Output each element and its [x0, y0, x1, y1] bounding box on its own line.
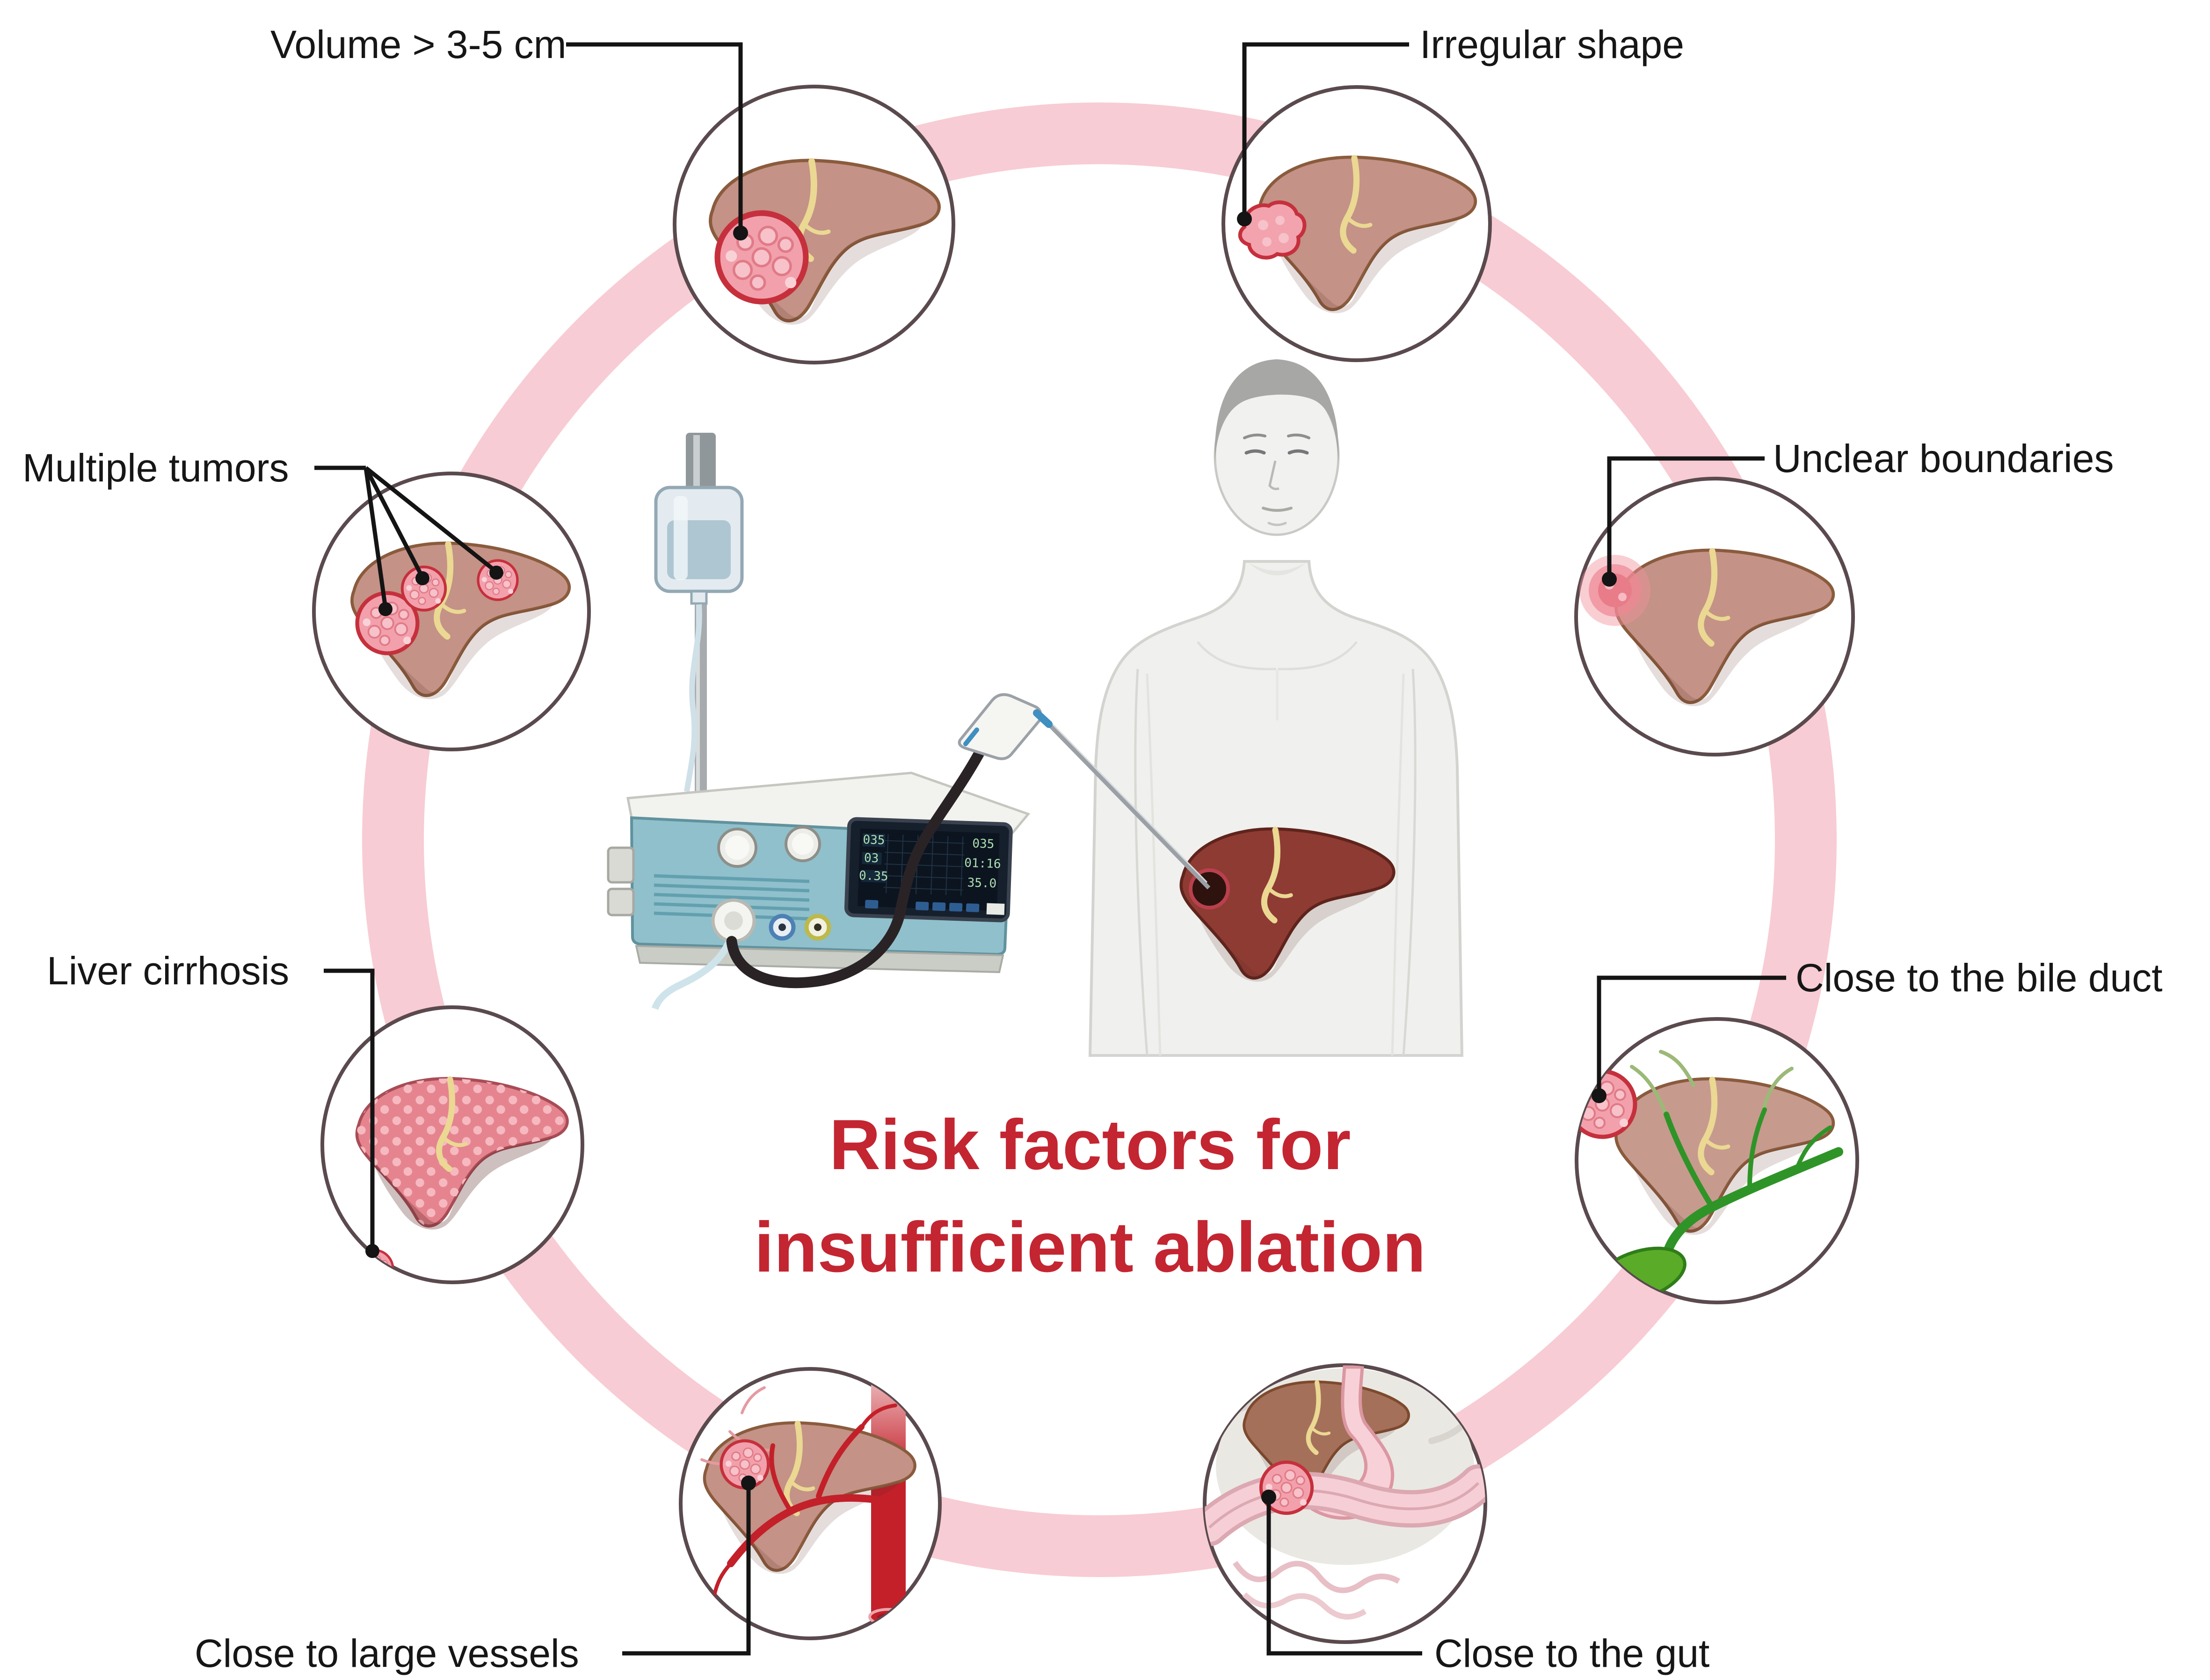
- screen-readout: 35.0: [967, 876, 997, 891]
- leader-volume: [566, 42, 743, 230]
- iv-tube: [684, 604, 702, 792]
- label-irregular: Irregular shape: [1420, 22, 1684, 66]
- tumor-icon: [718, 213, 806, 302]
- intestines-icon: [1205, 1464, 1485, 1620]
- vignette-irregular: [1221, 85, 1492, 362]
- leader-vessels: [622, 1486, 751, 1656]
- iv-bag: [654, 486, 744, 605]
- pink-ring: [362, 102, 1837, 1577]
- tumor-icon: [1238, 200, 1307, 260]
- leader-dots: [365, 211, 1617, 1505]
- vignette-bile-duct: [1575, 1017, 1859, 1304]
- label-volume: Volume > 3-5 cm: [270, 22, 567, 66]
- screen-readout: 01:16: [964, 856, 1001, 872]
- leader-gut: [1266, 1500, 1422, 1656]
- label-vessels: Close to large vessels: [195, 1631, 579, 1675]
- label-gut: Close to the gut: [1434, 1631, 1710, 1675]
- page-title: Risk factors for insufficient ablation: [575, 1094, 1605, 1299]
- screen-readout: 035: [863, 833, 885, 848]
- probe-cable: [726, 749, 984, 989]
- title-line1: Risk factors for: [829, 1105, 1351, 1185]
- vignette-multiple: [312, 472, 591, 751]
- leader-irregular: [1242, 42, 1409, 216]
- vignette-vessels: [679, 1367, 942, 1640]
- machine-knob: [785, 826, 821, 862]
- label-unclear: Unclear boundaries: [1773, 436, 2114, 480]
- vignette-cirrhosis: [320, 1005, 584, 1284]
- leader-cirrhosis: [324, 968, 375, 1248]
- machine-knob: [717, 828, 757, 868]
- iv-pole-top: [686, 433, 716, 489]
- leader-lines: [314, 42, 1786, 1656]
- label-bile-duct: Close to the bile duct: [1796, 956, 2163, 1000]
- bile-duct-tree: [1630, 1050, 1843, 1269]
- screen-readout: 035: [972, 836, 995, 851]
- screen-readout: 0.35: [858, 869, 888, 884]
- vignette-unclear: [1574, 477, 1855, 756]
- leader-bile: [1597, 975, 1786, 1093]
- vignette-gut: [1203, 1363, 1487, 1644]
- tumor-icon: [1579, 555, 1650, 626]
- machine-screen: 035 03 0.35 035 01:16 35.0: [844, 817, 1013, 923]
- screen-readout: 03: [864, 851, 879, 865]
- patient-figure: [1088, 359, 1464, 1057]
- label-cirrhosis: Liver cirrhosis: [47, 949, 290, 993]
- vignette-volume: [673, 85, 955, 364]
- ablation-machine: 035 03 0.35 035 01:16 35.0: [607, 433, 1211, 1010]
- title-line2: insufficient ablation: [754, 1207, 1426, 1287]
- leader-unclear: [1607, 456, 1765, 576]
- ablation-probe: [958, 693, 1211, 890]
- patient-hair: [1214, 359, 1339, 463]
- label-multiple: Multiple tumors: [22, 446, 289, 490]
